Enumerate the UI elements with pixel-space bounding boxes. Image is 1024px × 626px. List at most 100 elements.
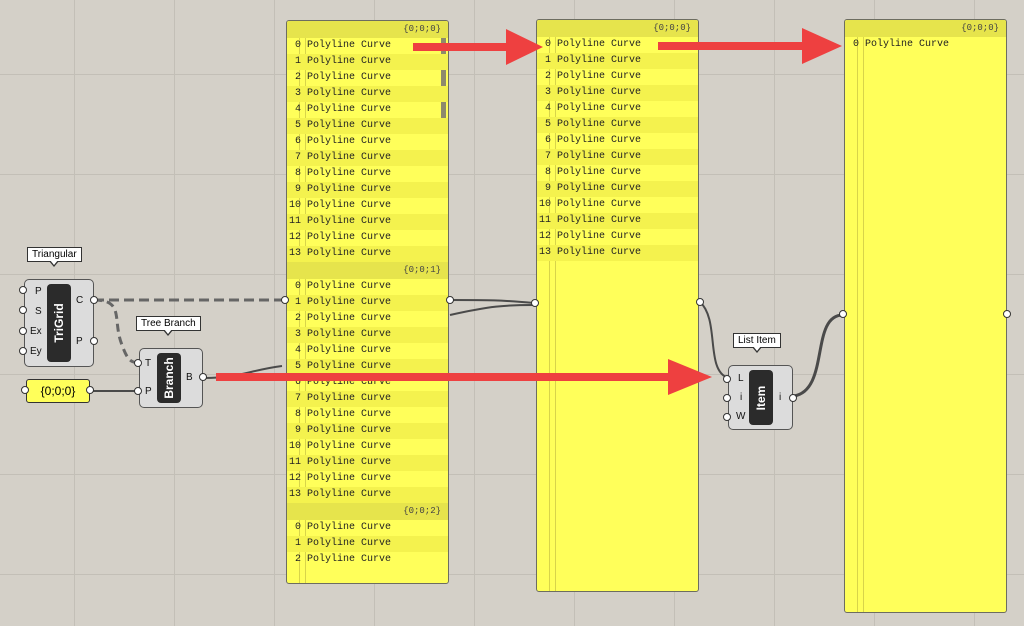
panel1-input-grip[interactable]: [281, 296, 289, 304]
listitem-input-l[interactable]: L: [738, 373, 744, 384]
listitem-tag-label: List Item: [738, 335, 776, 346]
trigrid-input-p[interactable]: P: [35, 286, 42, 297]
branch-output-grip[interactable]: [199, 373, 207, 381]
panel-row-index: 11: [288, 457, 301, 468]
panel-row-value: Polyline Curve: [307, 377, 392, 388]
panel-row-value: Polyline Curve: [307, 345, 392, 356]
branch-core[interactable]: Branch: [157, 353, 181, 403]
listitem-input-grip[interactable]: [723, 413, 731, 421]
panel-row-index: 8: [294, 409, 301, 420]
trigrid-input-s[interactable]: S: [35, 306, 42, 317]
trigrid-output-p[interactable]: P: [76, 336, 83, 347]
panel-row-value: Polyline Curve: [557, 103, 642, 114]
panel-row-value: Polyline Curve: [557, 55, 642, 66]
panel-row-value: Polyline Curve: [307, 184, 392, 195]
branch-tag-label: Tree Branch: [141, 318, 196, 329]
trigrid-input-ey[interactable]: Ey: [30, 346, 42, 357]
listitem-output-i[interactable]: i: [779, 392, 782, 403]
panel-row-index: 9: [294, 425, 301, 436]
panel-scrollbar[interactable]: [441, 23, 446, 120]
panel-row-index: 0: [852, 39, 859, 50]
wire-branch-to-panel: [203, 365, 283, 379]
trigrid-input-grip[interactable]: [19, 347, 27, 355]
trigrid-input-grip[interactable]: [19, 306, 27, 314]
trigrid-component[interactable]: TriGrid P S Ex Ey C P: [24, 279, 94, 367]
tooltip-pointer: [49, 260, 60, 267]
panel-row-value: Polyline Curve: [307, 329, 392, 340]
listitem-input-w[interactable]: W: [736, 411, 746, 422]
trigrid-output-grip[interactable]: [90, 337, 98, 345]
path-param-input-grip[interactable]: [21, 386, 29, 394]
panel-row-index: 12: [538, 231, 551, 242]
listitem-core[interactable]: Item: [749, 370, 773, 425]
panel-row-index: 12: [288, 473, 301, 484]
listitem-input-grip[interactable]: [723, 394, 731, 402]
branch-output-b[interactable]: B: [186, 372, 193, 383]
branch-input-p[interactable]: P: [145, 386, 152, 397]
path-param-output-grip[interactable]: [86, 386, 94, 394]
trigrid-input-ex[interactable]: Ex: [30, 326, 42, 337]
panel-row-value: Polyline Curve: [307, 297, 392, 308]
trigrid-name: TriGrid: [52, 303, 66, 343]
panel-row-value: Polyline Curve: [557, 167, 642, 178]
trigrid-input-grip[interactable]: [19, 327, 27, 335]
listitem-input-i[interactable]: i: [740, 392, 743, 403]
listitem-input-grip[interactable]: [723, 375, 731, 383]
panel3-input-grip[interactable]: [839, 310, 847, 318]
trigrid-input-grip[interactable]: [19, 286, 27, 294]
panel-row-value: Polyline Curve: [557, 199, 642, 210]
listitem-output-grip[interactable]: [789, 394, 797, 402]
panel-row-value: Polyline Curve: [557, 247, 642, 258]
panel-branch-path: {0;0;0}: [287, 21, 448, 38]
panel-row-value: Polyline Curve: [307, 232, 392, 243]
trigrid-output-grip[interactable]: [90, 296, 98, 304]
panel-row-index: 4: [544, 103, 551, 114]
branch-input-grip[interactable]: [134, 359, 142, 367]
panel-row-value: Polyline Curve: [557, 119, 642, 130]
panel-row-value: Polyline Curve: [307, 168, 392, 179]
branch-component[interactable]: Branch T P B: [139, 348, 203, 408]
panel-row-index: 6: [544, 135, 551, 146]
panel-row-index: 3: [544, 87, 551, 98]
trigrid-core[interactable]: TriGrid: [47, 284, 71, 362]
branch-input-t[interactable]: T: [145, 358, 152, 369]
panel3-output-grip[interactable]: [1003, 310, 1011, 318]
panel-row-index: 0: [544, 39, 551, 50]
panel-row-index: 13: [288, 489, 301, 500]
path-param[interactable]: {0;0;0}: [26, 379, 90, 403]
panel-row-index: 6: [294, 377, 301, 388]
panel2-output-grip[interactable]: [696, 298, 704, 306]
panel-row-value: Polyline Curve: [557, 183, 642, 194]
panel1-output-grip[interactable]: [446, 296, 454, 304]
panel2-input-grip[interactable]: [531, 299, 539, 307]
panel-row-value: Polyline Curve: [307, 441, 392, 452]
panel-row-value: Polyline Curve: [307, 361, 392, 372]
panel-row-index: 13: [538, 247, 551, 258]
panel-row-value: Polyline Curve: [557, 87, 642, 98]
panel-branch-path: {0;0;1}: [287, 262, 448, 279]
listitem-component[interactable]: Item L i W i: [728, 365, 793, 430]
path-param-value: {0;0;0}: [40, 384, 76, 398]
trigrid-output-c[interactable]: C: [76, 295, 84, 306]
panel-row-value: Polyline Curve: [307, 136, 392, 147]
panel-row-index: 7: [544, 151, 551, 162]
branch-input-grip[interactable]: [134, 387, 142, 395]
